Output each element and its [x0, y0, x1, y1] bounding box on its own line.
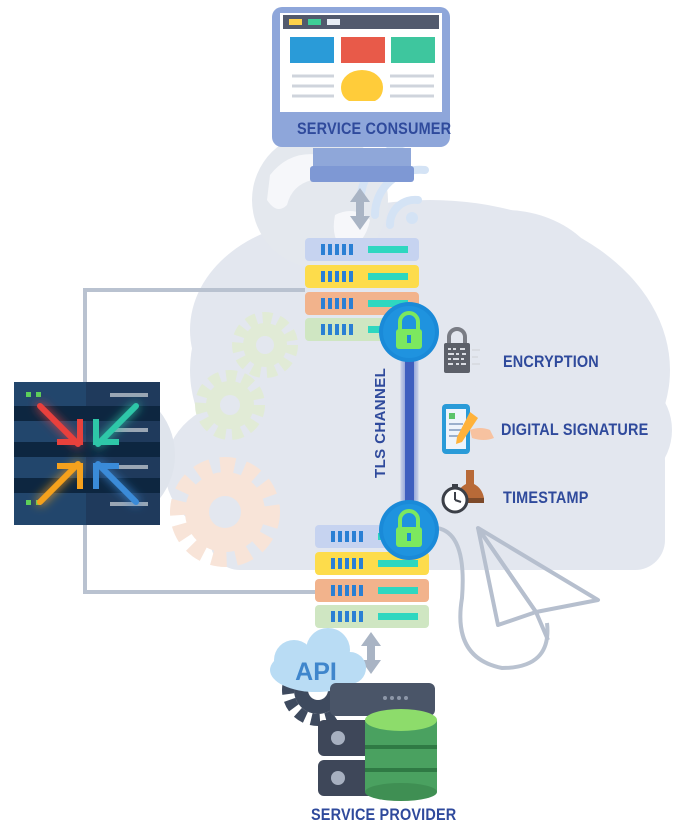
service-provider-label: SERVICE PROVIDER: [311, 805, 457, 824]
double-arrow-bottom: [361, 632, 381, 674]
paper-plane-icon: [476, 526, 600, 641]
tls-channel-bar: [405, 350, 414, 525]
gear-icon-small: [232, 312, 298, 378]
lock-icon-bottom: [379, 500, 439, 560]
service-provider-label-wrap: SERVICE PROVIDER: [311, 805, 471, 825]
signature-icon: [442, 404, 494, 454]
stopwatch-stamp-icon: [441, 470, 484, 514]
encryption-label: ENCRYPTION: [503, 352, 599, 371]
service-consumer-label-wrap: SERVICE CONSUMER: [297, 119, 457, 139]
api-label: API: [295, 658, 337, 686]
document-lock-icon: [444, 327, 480, 373]
connector-lines: [83, 288, 550, 671]
gear-icon-medium: [195, 370, 265, 440]
timestamp-label: TIMESTAMP: [503, 488, 589, 507]
lock-icon-top: [379, 302, 439, 362]
converge-arrows-icon: [14, 382, 160, 525]
tls-channel-label: TLS CHANNEL: [372, 367, 389, 478]
service-consumer-label: SERVICE CONSUMER: [297, 119, 452, 138]
gear-icon-large: [170, 457, 280, 567]
database-icon: [318, 683, 437, 801]
monitor-icon: [272, 7, 450, 182]
server-rack-bottom: [315, 525, 429, 628]
digital-signature-label: DIGITAL SIGNATURE: [501, 420, 649, 439]
double-arrow-top: [350, 188, 370, 230]
